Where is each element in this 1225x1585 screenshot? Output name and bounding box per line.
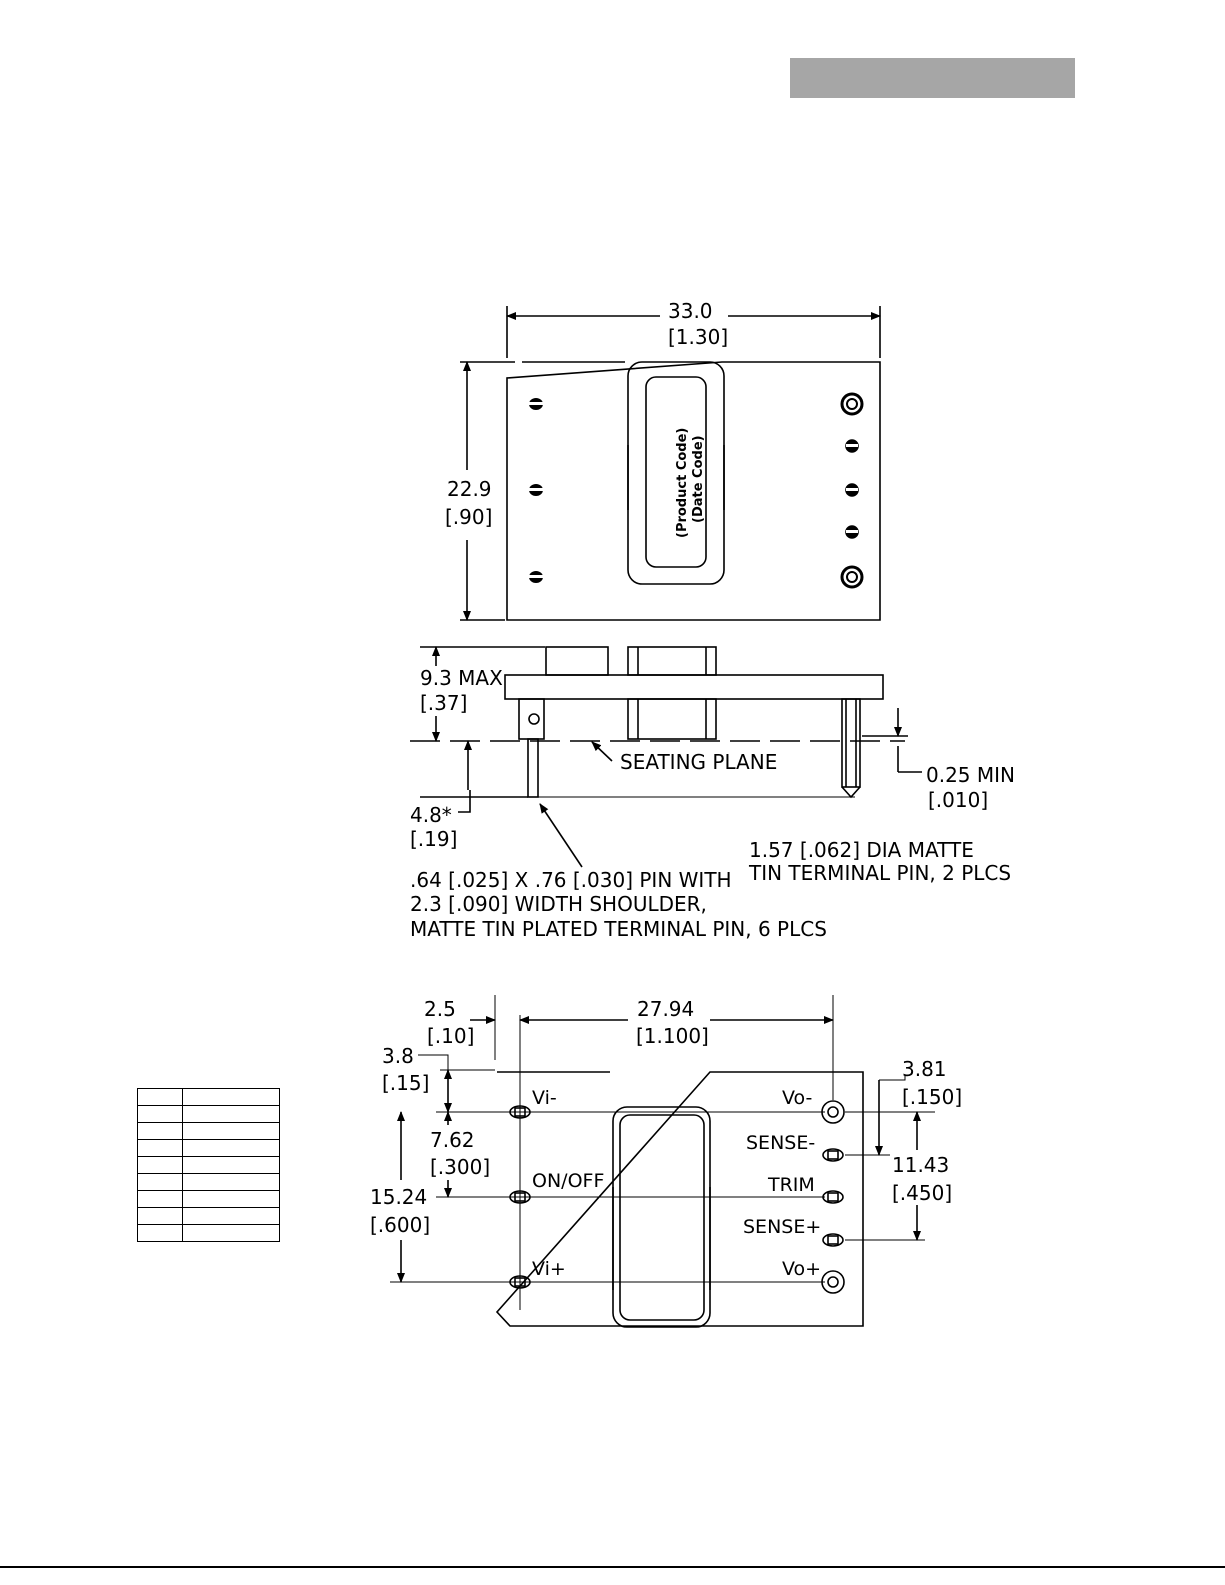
pin-table-row xyxy=(137,1122,280,1140)
pin-table-cell xyxy=(137,1122,183,1140)
pin-table-cell xyxy=(137,1207,183,1225)
height-mm: 22.9 xyxy=(447,477,492,501)
pin-label-sense-plus: SENSE+ xyxy=(743,1216,821,1238)
pin-table-cell xyxy=(182,1173,280,1191)
pin-table-row xyxy=(137,1156,280,1174)
dim-3-8-mm: 3.8 xyxy=(382,1044,414,1068)
date-code-label: (Date Code) xyxy=(691,435,706,523)
pin-label-sense-minus: SENSE- xyxy=(746,1132,815,1154)
height-in: [.90] xyxy=(445,505,492,529)
pin-label-vo-plus: Vo+ xyxy=(782,1258,821,1280)
pin-table-row xyxy=(137,1173,280,1191)
dim-2-5-mm: 2.5 xyxy=(424,997,456,1021)
footer-rule xyxy=(0,1566,1225,1568)
top-view xyxy=(460,306,881,621)
pin-table-cell xyxy=(182,1224,280,1242)
pin-label-trim: TRIM xyxy=(767,1174,815,1196)
pin-table-cell xyxy=(182,1122,280,1140)
dim-2-5-in: [.10] xyxy=(427,1024,474,1048)
side-view xyxy=(410,646,922,868)
pin-table-cell xyxy=(182,1207,280,1225)
dim-15-24-in: [.600] xyxy=(370,1213,430,1237)
pin-table-cell xyxy=(182,1088,280,1106)
product-code-label: (Product Code) xyxy=(675,428,690,538)
pin-label-vi-minus: Vi- xyxy=(532,1087,557,1109)
pin-label-vo-minus: Vo- xyxy=(782,1087,812,1109)
pin-table-cell xyxy=(137,1156,183,1174)
pin-table-cell xyxy=(137,1088,183,1106)
width-mm: 33.0 xyxy=(668,299,713,323)
dim-3-81-in: [.150] xyxy=(902,1085,962,1109)
top-view-body-outline xyxy=(506,361,881,621)
pin-label-on-off: ON/OFF xyxy=(532,1170,604,1192)
round-pin-note-line1: 1.57 [.062] DIA MATTE xyxy=(749,838,974,862)
dim-27-94-mm: 27.94 xyxy=(637,997,694,1021)
side-board xyxy=(504,674,884,700)
pin-table-row xyxy=(137,1224,280,1242)
max-height-mm: 9.3 MAX xyxy=(420,666,503,690)
pin-table-row xyxy=(137,1088,280,1106)
bottom-view-body-outline xyxy=(495,1071,864,1327)
bottom-view xyxy=(390,995,935,1328)
pin-table-cell xyxy=(182,1156,280,1174)
bottom-view-right-pins xyxy=(821,1100,845,1294)
square-pin-note-line3: MATTE TIN PLATED TERMINAL PIN, 6 PLCS xyxy=(410,917,827,941)
pin-table-cell xyxy=(137,1105,183,1123)
pin-table-cell xyxy=(137,1139,183,1157)
side-component-right xyxy=(627,646,717,676)
dim-3-81-mm: 3.81 xyxy=(902,1057,947,1081)
pin-table-cell xyxy=(182,1139,280,1157)
pin-table-cell xyxy=(182,1105,280,1123)
header-banner xyxy=(790,58,1075,98)
pin-table-cell xyxy=(137,1224,183,1242)
top-view-text: 33.0 [1.30] 22.9 [.90] (Product Code) (D… xyxy=(445,299,728,538)
pin-table-row xyxy=(137,1105,280,1123)
dim-27-94-in: [1.100] xyxy=(636,1024,709,1048)
min-gap-mm: 0.25 MIN xyxy=(926,763,1015,787)
pin-table-row xyxy=(137,1139,280,1157)
square-pin-note-line1: .64 [.025] X .76 [.030] PIN WITH xyxy=(410,868,732,892)
bottom-view-left-pins xyxy=(509,1105,531,1289)
max-height-in: [.37] xyxy=(420,691,467,715)
dim-3-8-in: [.15] xyxy=(382,1071,429,1095)
seating-plane-label: SEATING PLANE xyxy=(620,750,777,774)
side-component-left xyxy=(545,646,609,676)
pin-table-row xyxy=(137,1190,280,1208)
dim-7-62-mm: 7.62 xyxy=(430,1128,475,1152)
min-gap-in: [.010] xyxy=(928,788,988,812)
pin-length-mm: 4.8* xyxy=(410,803,452,827)
dim-11-43-in: [.450] xyxy=(892,1181,952,1205)
pin-table-cell xyxy=(137,1173,183,1191)
pin-label-vi-plus: Vi+ xyxy=(532,1258,566,1280)
bottom-view-text: 2.5 [.10] 27.94 [1.100] 3.8 [.15] 7.62 [… xyxy=(370,997,962,1280)
pin-length-in: [.19] xyxy=(410,827,457,851)
square-pin-note-line2: 2.3 [.090] WIDTH SHOULDER, xyxy=(410,892,707,916)
side-view-text: 9.3 MAX [.37] SEATING PLANE 0.25 MIN [.0… xyxy=(410,666,1015,941)
pin-table-row xyxy=(137,1207,280,1225)
pin-function-table xyxy=(137,1088,280,1242)
pin-table-cell xyxy=(137,1190,183,1208)
dim-15-24-mm: 15.24 xyxy=(370,1185,427,1209)
pin-table-cell xyxy=(182,1190,280,1208)
round-pin-note-line2: TIN TERMINAL PIN, 2 PLCS xyxy=(748,861,1011,885)
width-in: [1.30] xyxy=(668,325,728,349)
dim-11-43-mm: 11.43 xyxy=(892,1153,949,1177)
label-area xyxy=(645,376,707,568)
dim-7-62-in: [.300] xyxy=(430,1155,490,1179)
